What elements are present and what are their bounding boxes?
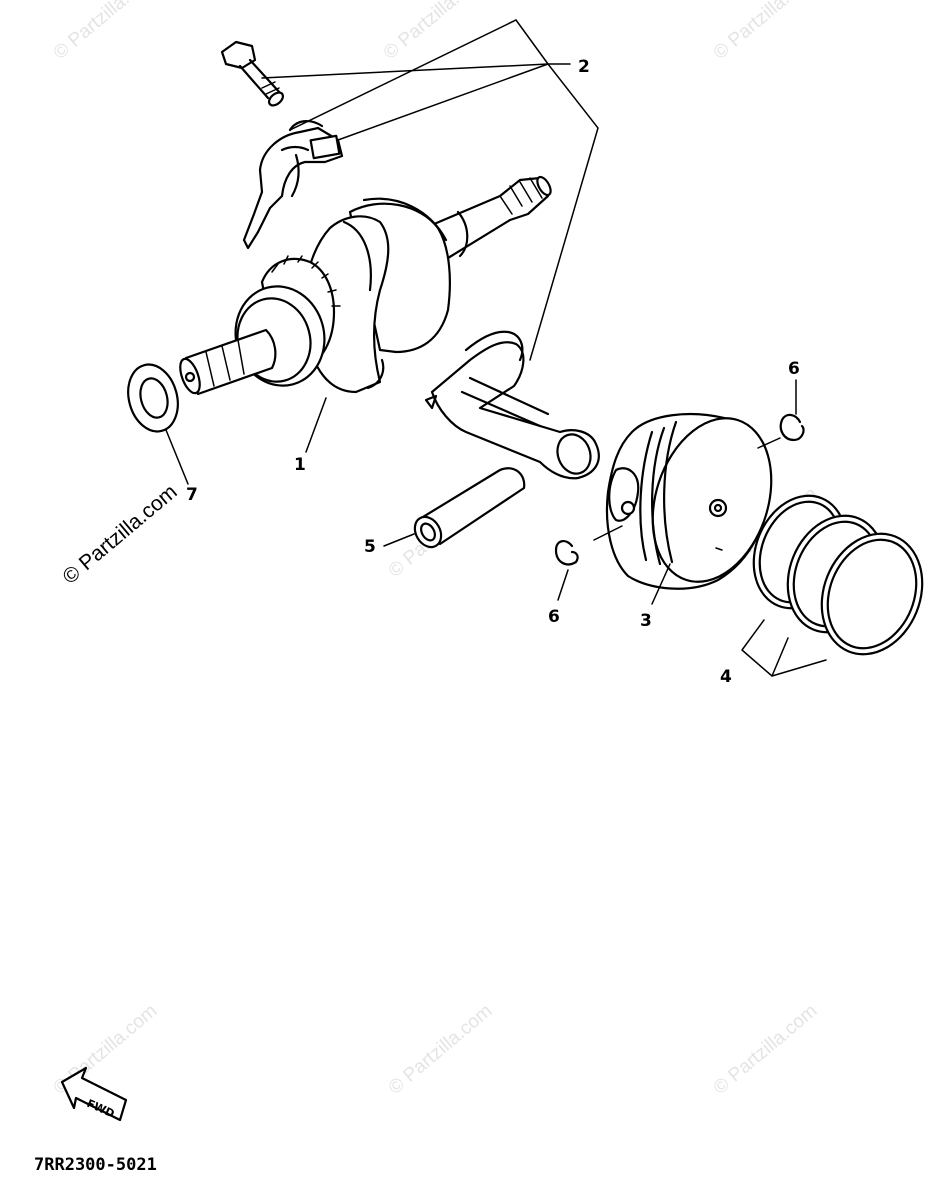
diagram-code: 7RR2300-5021 xyxy=(34,1155,157,1175)
callout-4-leader xyxy=(741,619,827,677)
callout-6-lower[interactable]: 6 xyxy=(548,607,560,627)
rod-cap xyxy=(242,120,344,250)
callout-6-upper[interactable]: 6 xyxy=(788,359,800,379)
fwd-arrow-icon: FWD xyxy=(60,1066,128,1122)
callout-7[interactable]: 7 xyxy=(186,485,198,505)
callout-3[interactable]: 3 xyxy=(640,611,652,631)
callout-1-leader xyxy=(305,397,327,453)
piston xyxy=(605,413,773,590)
watermark: © Partzilla.com xyxy=(710,0,822,64)
callout-6a-leader xyxy=(757,379,797,449)
circlip-upper xyxy=(779,413,805,442)
watermark: © Partzilla.com xyxy=(385,1000,497,1098)
watermark: © Partzilla.com xyxy=(50,0,162,64)
crankshaft-assembly xyxy=(179,175,552,396)
piston-pin xyxy=(413,467,526,549)
callout-5-leader xyxy=(383,533,415,547)
watermark-main: © Partzilla.com xyxy=(58,480,181,589)
callout-6b-leader xyxy=(557,525,623,601)
callout-2-leader xyxy=(261,19,599,361)
watermark: © Partzilla.com xyxy=(380,0,492,64)
washer xyxy=(127,363,179,433)
callout-2[interactable]: 2 xyxy=(578,57,590,77)
callout-1[interactable]: 1 xyxy=(294,455,306,475)
piston-ring-set xyxy=(752,494,924,656)
connecting-rod xyxy=(424,330,600,480)
callout-5[interactable]: 5 xyxy=(364,537,376,557)
circlip-lower xyxy=(554,540,579,566)
callout-3-leader xyxy=(651,563,671,605)
callout-4[interactable]: 4 xyxy=(720,667,732,687)
callout-7-leader xyxy=(165,429,189,485)
watermark: © Partzilla.com xyxy=(710,1000,822,1098)
bolt xyxy=(220,40,285,107)
